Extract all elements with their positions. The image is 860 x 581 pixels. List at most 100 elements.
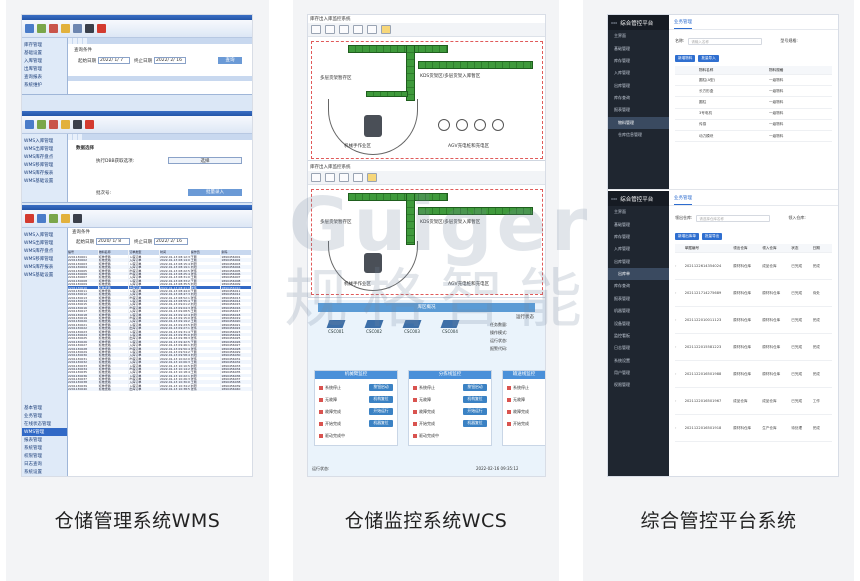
add-outbound-button[interactable]: 新增出库单 bbox=[675, 232, 699, 240]
add-icon[interactable] bbox=[37, 24, 46, 33]
sidebar-item[interactable]: 系统维护 bbox=[24, 83, 42, 88]
expand-icon[interactable]: › bbox=[675, 318, 677, 322]
delete-icon[interactable] bbox=[49, 120, 58, 129]
sidebar-item[interactable]: WMS出库管理 bbox=[24, 147, 54, 152]
batch-entry-button[interactable]: 批量录入 bbox=[188, 189, 242, 196]
name-input[interactable]: 请输入名称 bbox=[688, 37, 763, 45]
sidebar-item[interactable]: 基础设置 bbox=[24, 51, 42, 56]
control-button[interactable]: 机构复位 bbox=[369, 396, 393, 403]
stacker-chip[interactable]: CSC004 bbox=[436, 320, 464, 334]
sidebar-item[interactable]: WMS库存报表 bbox=[24, 171, 54, 176]
menu-item[interactable]: 主界面 bbox=[614, 33, 626, 39]
query-button[interactable]: 查询 bbox=[218, 57, 242, 64]
stacker-chip[interactable]: CSC002 bbox=[360, 320, 388, 334]
table-row[interactable]: 3号电机一级物料 bbox=[675, 109, 832, 120]
select-button[interactable]: 选择 bbox=[168, 157, 242, 164]
settings-icon[interactable] bbox=[311, 173, 321, 182]
control-button[interactable]: 机构复位 bbox=[463, 396, 487, 403]
sidebar-item[interactable]: WMS移库管理 bbox=[24, 257, 54, 262]
sidebar-item[interactable]: 库存管理 bbox=[24, 43, 42, 48]
inout-icon[interactable] bbox=[353, 25, 363, 34]
save-icon[interactable] bbox=[61, 24, 70, 33]
sidebar-item[interactable]: 查询报表 bbox=[24, 75, 42, 80]
status-icon[interactable] bbox=[325, 25, 335, 34]
sidebar-item[interactable]: 报表管理 bbox=[24, 438, 42, 443]
table-row[interactable]: 圆柱(A型)一级物料 bbox=[675, 75, 832, 87]
add-icon[interactable] bbox=[37, 120, 46, 129]
expand-icon[interactable]: › bbox=[675, 291, 677, 295]
sidebar-item[interactable]: WMS库存盘点 bbox=[24, 249, 54, 254]
sidebar-item[interactable]: 日志查询 bbox=[24, 462, 42, 467]
expand-icon[interactable]: › bbox=[675, 399, 677, 403]
tab-business[interactable]: 业务管理 bbox=[674, 195, 692, 205]
menu-item[interactable]: 基础管理 bbox=[614, 221, 630, 227]
menu-subitem-active[interactable]: 物料管理 bbox=[608, 116, 669, 129]
exit-icon[interactable] bbox=[381, 25, 391, 34]
delete-icon[interactable] bbox=[49, 24, 58, 33]
table-row[interactable]: 传感一级物料 bbox=[675, 120, 832, 131]
grid-icon[interactable] bbox=[85, 24, 94, 33]
stacker-chip[interactable]: CSC001 bbox=[322, 320, 350, 334]
menu-item[interactable]: 出库管理 bbox=[614, 258, 630, 264]
sidebar-item[interactable]: 业务管理 bbox=[24, 414, 42, 419]
menu-item[interactable]: 入库管理 bbox=[614, 70, 630, 76]
menu-item[interactable]: 系统设置 bbox=[614, 357, 630, 363]
control-button[interactable]: 机器复位 bbox=[463, 420, 487, 427]
tab-business[interactable]: 业务管理 bbox=[674, 19, 692, 29]
menu-item[interactable]: 设备管理 bbox=[614, 320, 630, 326]
sidebar-item[interactable]: 出库管理 bbox=[24, 67, 42, 72]
inout-icon[interactable] bbox=[353, 173, 363, 182]
menu-subitem-active[interactable]: 出库单 bbox=[608, 267, 669, 281]
control-button[interactable]: 机器复位 bbox=[369, 420, 393, 427]
add-icon[interactable] bbox=[49, 214, 58, 223]
control-button[interactable]: 开始运行 bbox=[369, 408, 393, 415]
sidebar-item[interactable]: WMS库存报表 bbox=[24, 265, 54, 270]
save-icon[interactable] bbox=[61, 214, 70, 223]
menu-item[interactable]: 基础管理 bbox=[614, 45, 630, 51]
expand-icon[interactable]: › bbox=[675, 345, 677, 349]
device-icon[interactable] bbox=[367, 25, 377, 34]
expand-icon[interactable]: › bbox=[675, 264, 677, 268]
alarm-icon[interactable] bbox=[339, 25, 349, 34]
new-icon[interactable] bbox=[25, 120, 34, 129]
sidebar-item[interactable]: WMS基础设置 bbox=[24, 179, 54, 184]
menu-item[interactable]: 用户管理 bbox=[614, 370, 630, 376]
close-icon[interactable] bbox=[25, 214, 34, 223]
menu-item[interactable]: 主界面 bbox=[614, 209, 626, 215]
add-material-button[interactable]: 新增物料 bbox=[675, 54, 696, 62]
exit-icon[interactable] bbox=[367, 173, 377, 182]
menu-subitem[interactable]: 仓库信息管理 bbox=[618, 132, 642, 138]
print-icon[interactable] bbox=[73, 24, 82, 33]
import-button[interactable]: 批量导入 bbox=[698, 54, 719, 62]
new-icon[interactable] bbox=[25, 24, 34, 33]
stacker-chip[interactable]: CSC003 bbox=[398, 320, 426, 334]
menu-item[interactable]: 日志管理 bbox=[614, 345, 630, 351]
close-icon[interactable] bbox=[85, 120, 94, 129]
menu-item[interactable]: 库存查询 bbox=[614, 95, 630, 101]
